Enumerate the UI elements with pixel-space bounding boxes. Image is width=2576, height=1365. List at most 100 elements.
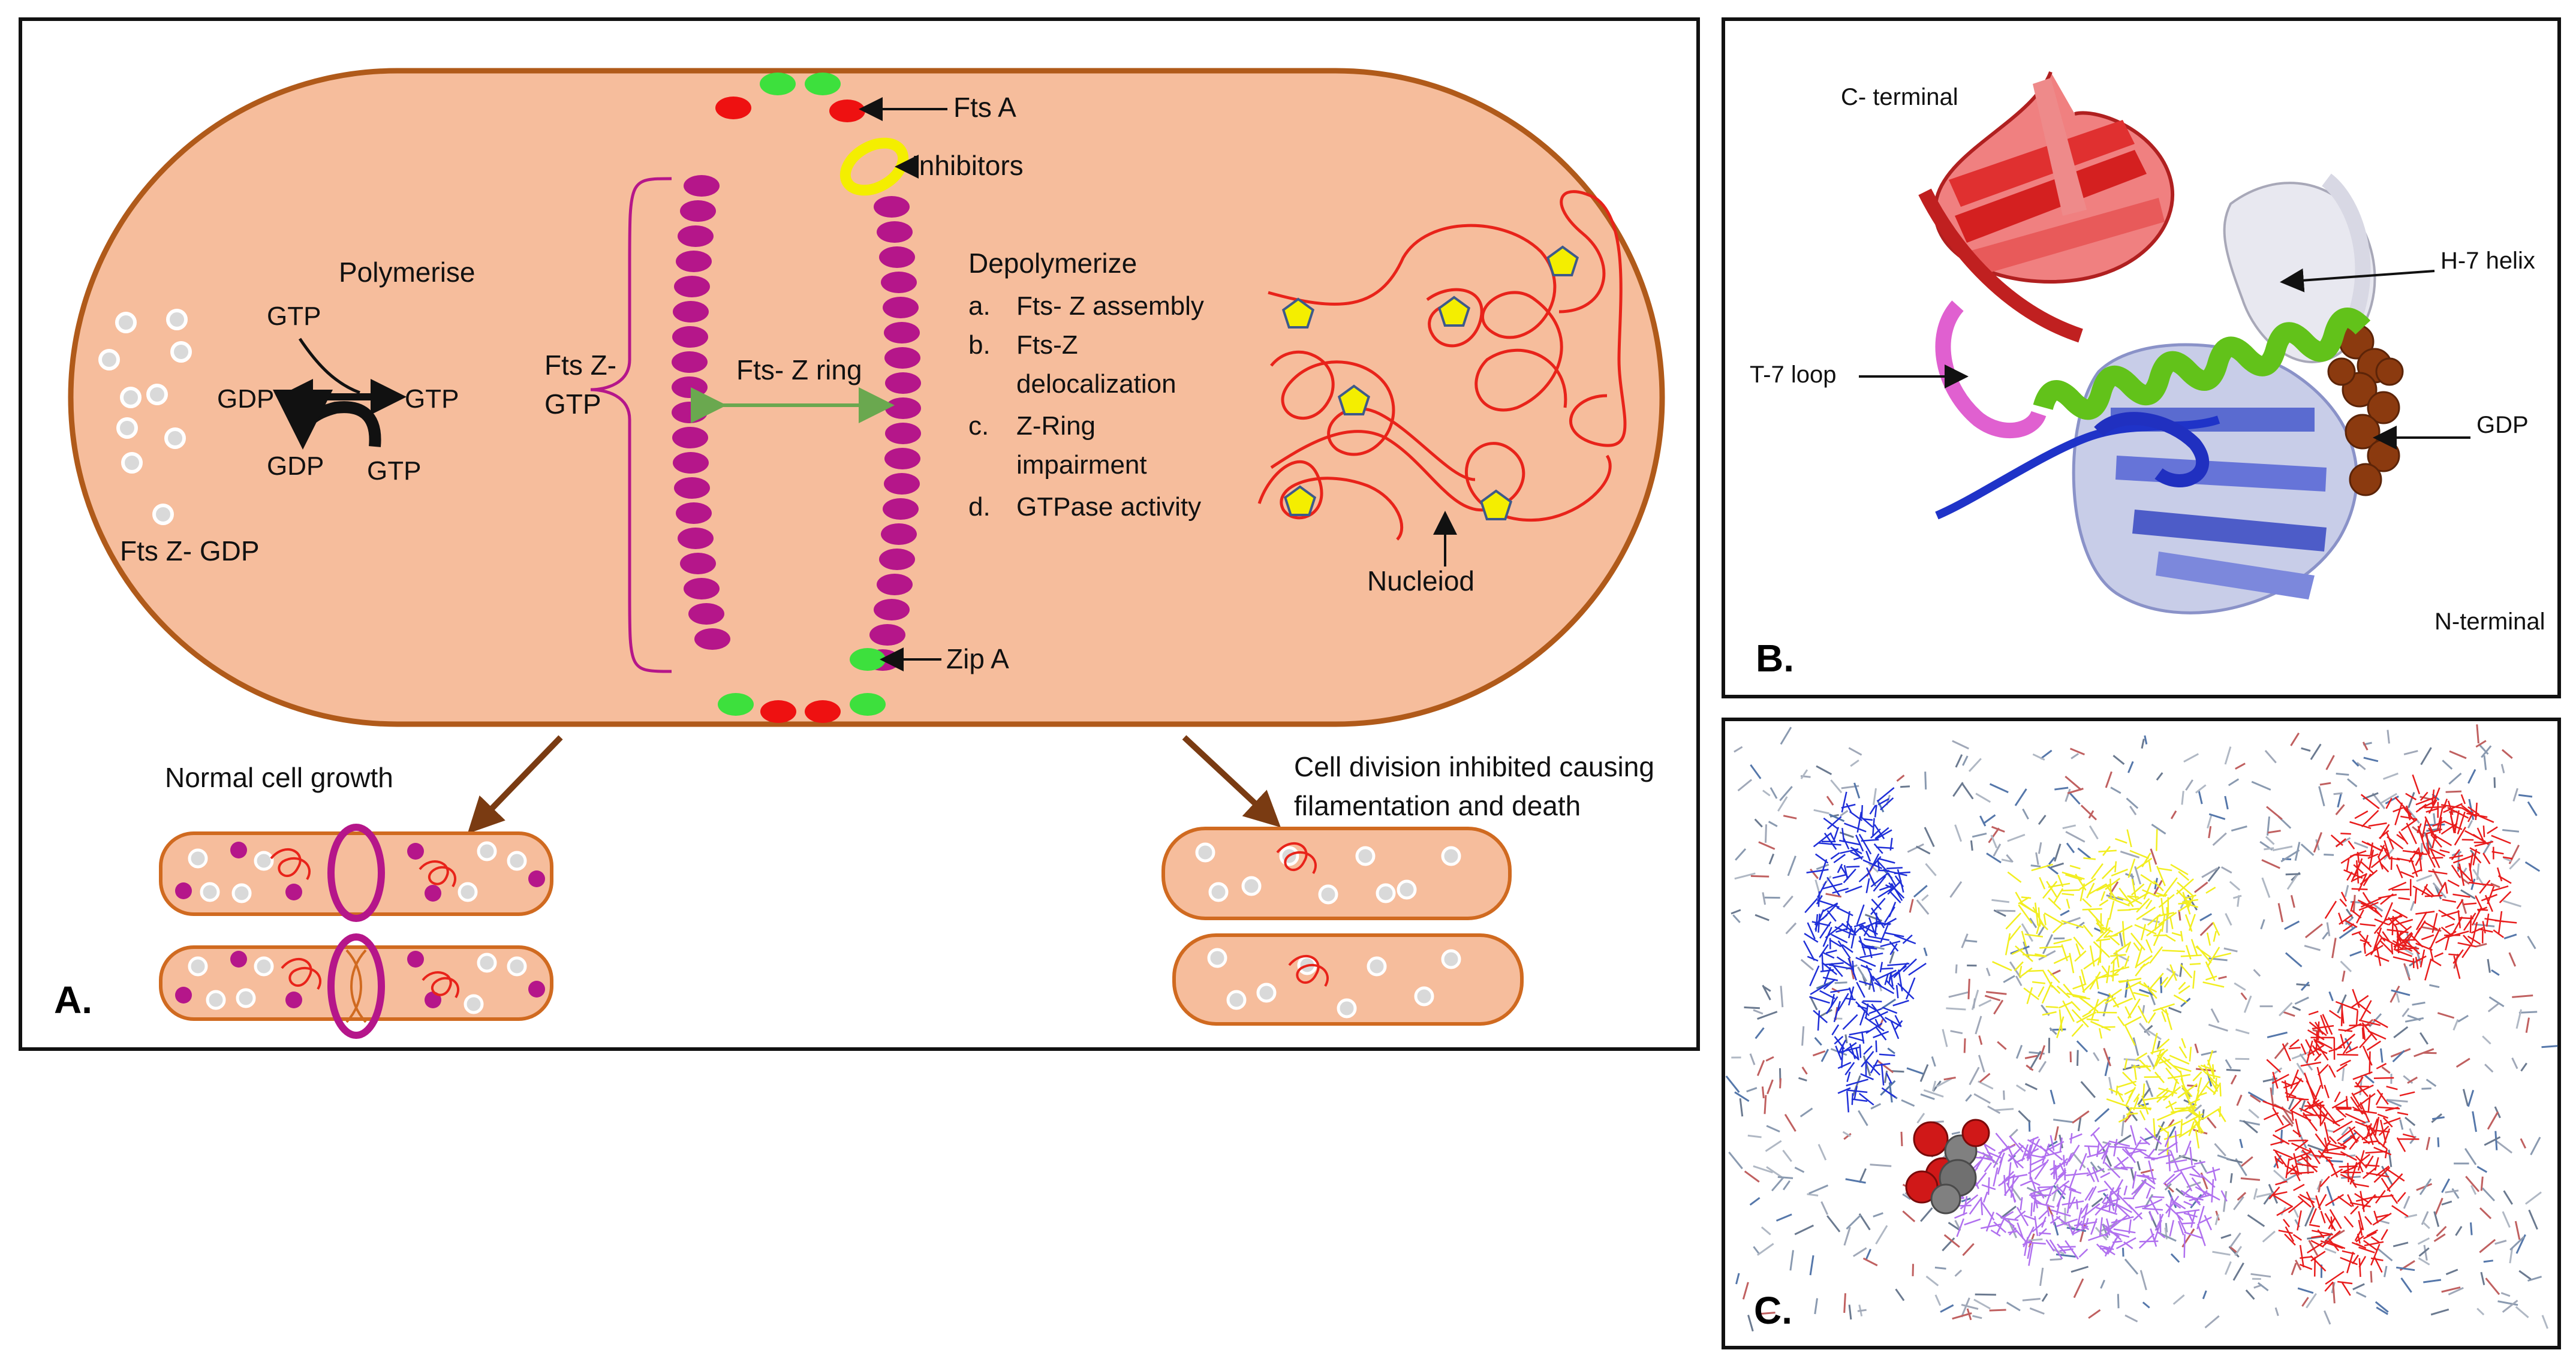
mesh-edge bbox=[2188, 1121, 2195, 1137]
mesh-edge bbox=[2274, 1150, 2287, 1167]
mesh-edge bbox=[2399, 936, 2408, 947]
mesh-edge bbox=[2317, 1063, 2329, 1076]
c-terminal-label: C- terminal bbox=[1841, 84, 1958, 110]
mesh-edge bbox=[2319, 1176, 2330, 1188]
ftsz-subunit bbox=[874, 599, 910, 620]
mesh-edge bbox=[2202, 1108, 2220, 1120]
mesh-edge bbox=[2291, 1142, 2313, 1153]
mesh-edge bbox=[2345, 1045, 2358, 1054]
mesh-edge bbox=[1850, 927, 1856, 949]
mesh-edge bbox=[2271, 1191, 2288, 1196]
mesh-edge bbox=[2472, 833, 2489, 845]
mesh-edge bbox=[2137, 1005, 2148, 1023]
stick-bond bbox=[1991, 899, 2010, 903]
mesh-edge bbox=[1868, 1008, 1882, 1014]
mesh-edge bbox=[2053, 955, 2071, 965]
mesh-edge bbox=[2069, 1133, 2083, 1140]
ftsz-subunit bbox=[672, 376, 708, 398]
mesh-edge bbox=[2143, 882, 2152, 900]
normal-growth-label: Normal cell growth bbox=[165, 762, 393, 793]
stick-bond bbox=[2006, 854, 2014, 863]
stick-bond bbox=[2341, 1126, 2350, 1136]
mesh-edge bbox=[1832, 873, 1847, 879]
stick-bond bbox=[2457, 1014, 2469, 1023]
mesh-edge bbox=[2072, 983, 2087, 990]
mesh-edge bbox=[1813, 832, 1832, 848]
mesh-edge bbox=[2424, 845, 2436, 868]
mesh-edge bbox=[1809, 965, 1820, 987]
mesh-edge bbox=[2212, 1167, 2217, 1181]
stick-bond bbox=[1906, 1067, 1925, 1075]
stick-bond bbox=[1756, 1307, 1762, 1318]
mesh-edge bbox=[2078, 1248, 2089, 1258]
stick-bond bbox=[2508, 952, 2517, 967]
mesh-edge bbox=[2297, 1195, 2312, 1208]
mesh-edge bbox=[2118, 1116, 2129, 1123]
mesh-edge bbox=[2178, 1046, 2187, 1059]
stick-bond bbox=[1931, 1080, 1937, 1092]
mesh-edge bbox=[2413, 927, 2421, 940]
mesh-edge bbox=[2185, 945, 2192, 960]
mesh-edge bbox=[2118, 887, 2134, 908]
mesh-edge bbox=[2021, 902, 2035, 912]
mesh-edge bbox=[2386, 1086, 2398, 1090]
mesh-edge bbox=[2078, 996, 2099, 1013]
mesh-edge bbox=[2399, 1091, 2415, 1096]
ftsz-subunit bbox=[684, 578, 720, 599]
mesh-edge bbox=[1870, 1059, 1879, 1074]
stick-bond bbox=[2515, 1306, 2529, 1318]
mesh-edge bbox=[2097, 1141, 2110, 1154]
stick-bond bbox=[1952, 740, 1969, 750]
mesh-edge bbox=[2376, 1062, 2387, 1069]
stick-bond bbox=[2007, 833, 2026, 842]
mesh-edge bbox=[2126, 1107, 2133, 1119]
mesh-edge bbox=[2461, 944, 2472, 959]
mesh-edge bbox=[2184, 1231, 2204, 1239]
inhibited-cell-top bbox=[1161, 827, 1512, 920]
stick-bond bbox=[1934, 1266, 1946, 1270]
mesh-edge bbox=[2088, 1232, 2110, 1242]
mesh-edge bbox=[1869, 853, 1880, 872]
stick-bond bbox=[2226, 1069, 2241, 1072]
mesh-edge bbox=[2360, 923, 2376, 927]
stick-bond bbox=[2294, 996, 2309, 1005]
mesh-edge bbox=[2354, 1193, 2370, 1204]
stick-bond bbox=[2225, 1059, 2232, 1069]
mesh-edge bbox=[2195, 946, 2211, 958]
stick-bond bbox=[2266, 806, 2283, 820]
mesh-edge bbox=[2342, 1041, 2352, 1054]
stick-bond bbox=[2038, 815, 2047, 825]
mesh-edge bbox=[2086, 1167, 2095, 1183]
mesh-edge bbox=[2376, 1214, 2389, 1219]
stick-bond bbox=[1913, 885, 1928, 898]
ftsz-subunit bbox=[884, 448, 920, 469]
mesh-edge bbox=[2156, 1231, 2166, 1239]
stick-bond bbox=[2476, 724, 2479, 744]
mesh-edge bbox=[2451, 916, 2463, 935]
mesh-edge bbox=[2046, 881, 2058, 898]
stick-bond bbox=[2376, 1248, 2393, 1262]
mesh-edge bbox=[1837, 1062, 1852, 1069]
stick-bond bbox=[2224, 746, 2232, 765]
stick-bond bbox=[2307, 1144, 2325, 1152]
stick-bond bbox=[2333, 792, 2343, 796]
mesh-edge bbox=[2320, 1014, 2328, 1035]
mesh-edge bbox=[2154, 1213, 2164, 1231]
mesh-edge bbox=[2350, 995, 2369, 1009]
mesh-edge bbox=[1831, 1024, 1840, 1036]
stick-bond bbox=[1949, 881, 1963, 898]
stick-bond bbox=[1848, 747, 1862, 756]
stick-bond bbox=[1982, 814, 1996, 825]
mesh-edge bbox=[2375, 1093, 2384, 1105]
mesh-edge bbox=[2129, 908, 2139, 911]
mesh-edge bbox=[2048, 882, 2071, 888]
mesh-edge bbox=[2312, 1024, 2334, 1030]
mesh-edge bbox=[2368, 822, 2387, 827]
mesh-edge bbox=[2360, 897, 2382, 908]
stick-bond bbox=[2185, 779, 2193, 791]
stick-bond bbox=[2409, 1135, 2417, 1144]
stick-bond bbox=[2445, 1189, 2459, 1194]
stick-bond bbox=[2291, 1262, 2297, 1276]
mesh-edge bbox=[1871, 899, 1882, 911]
stick-bond bbox=[2101, 1146, 2112, 1167]
